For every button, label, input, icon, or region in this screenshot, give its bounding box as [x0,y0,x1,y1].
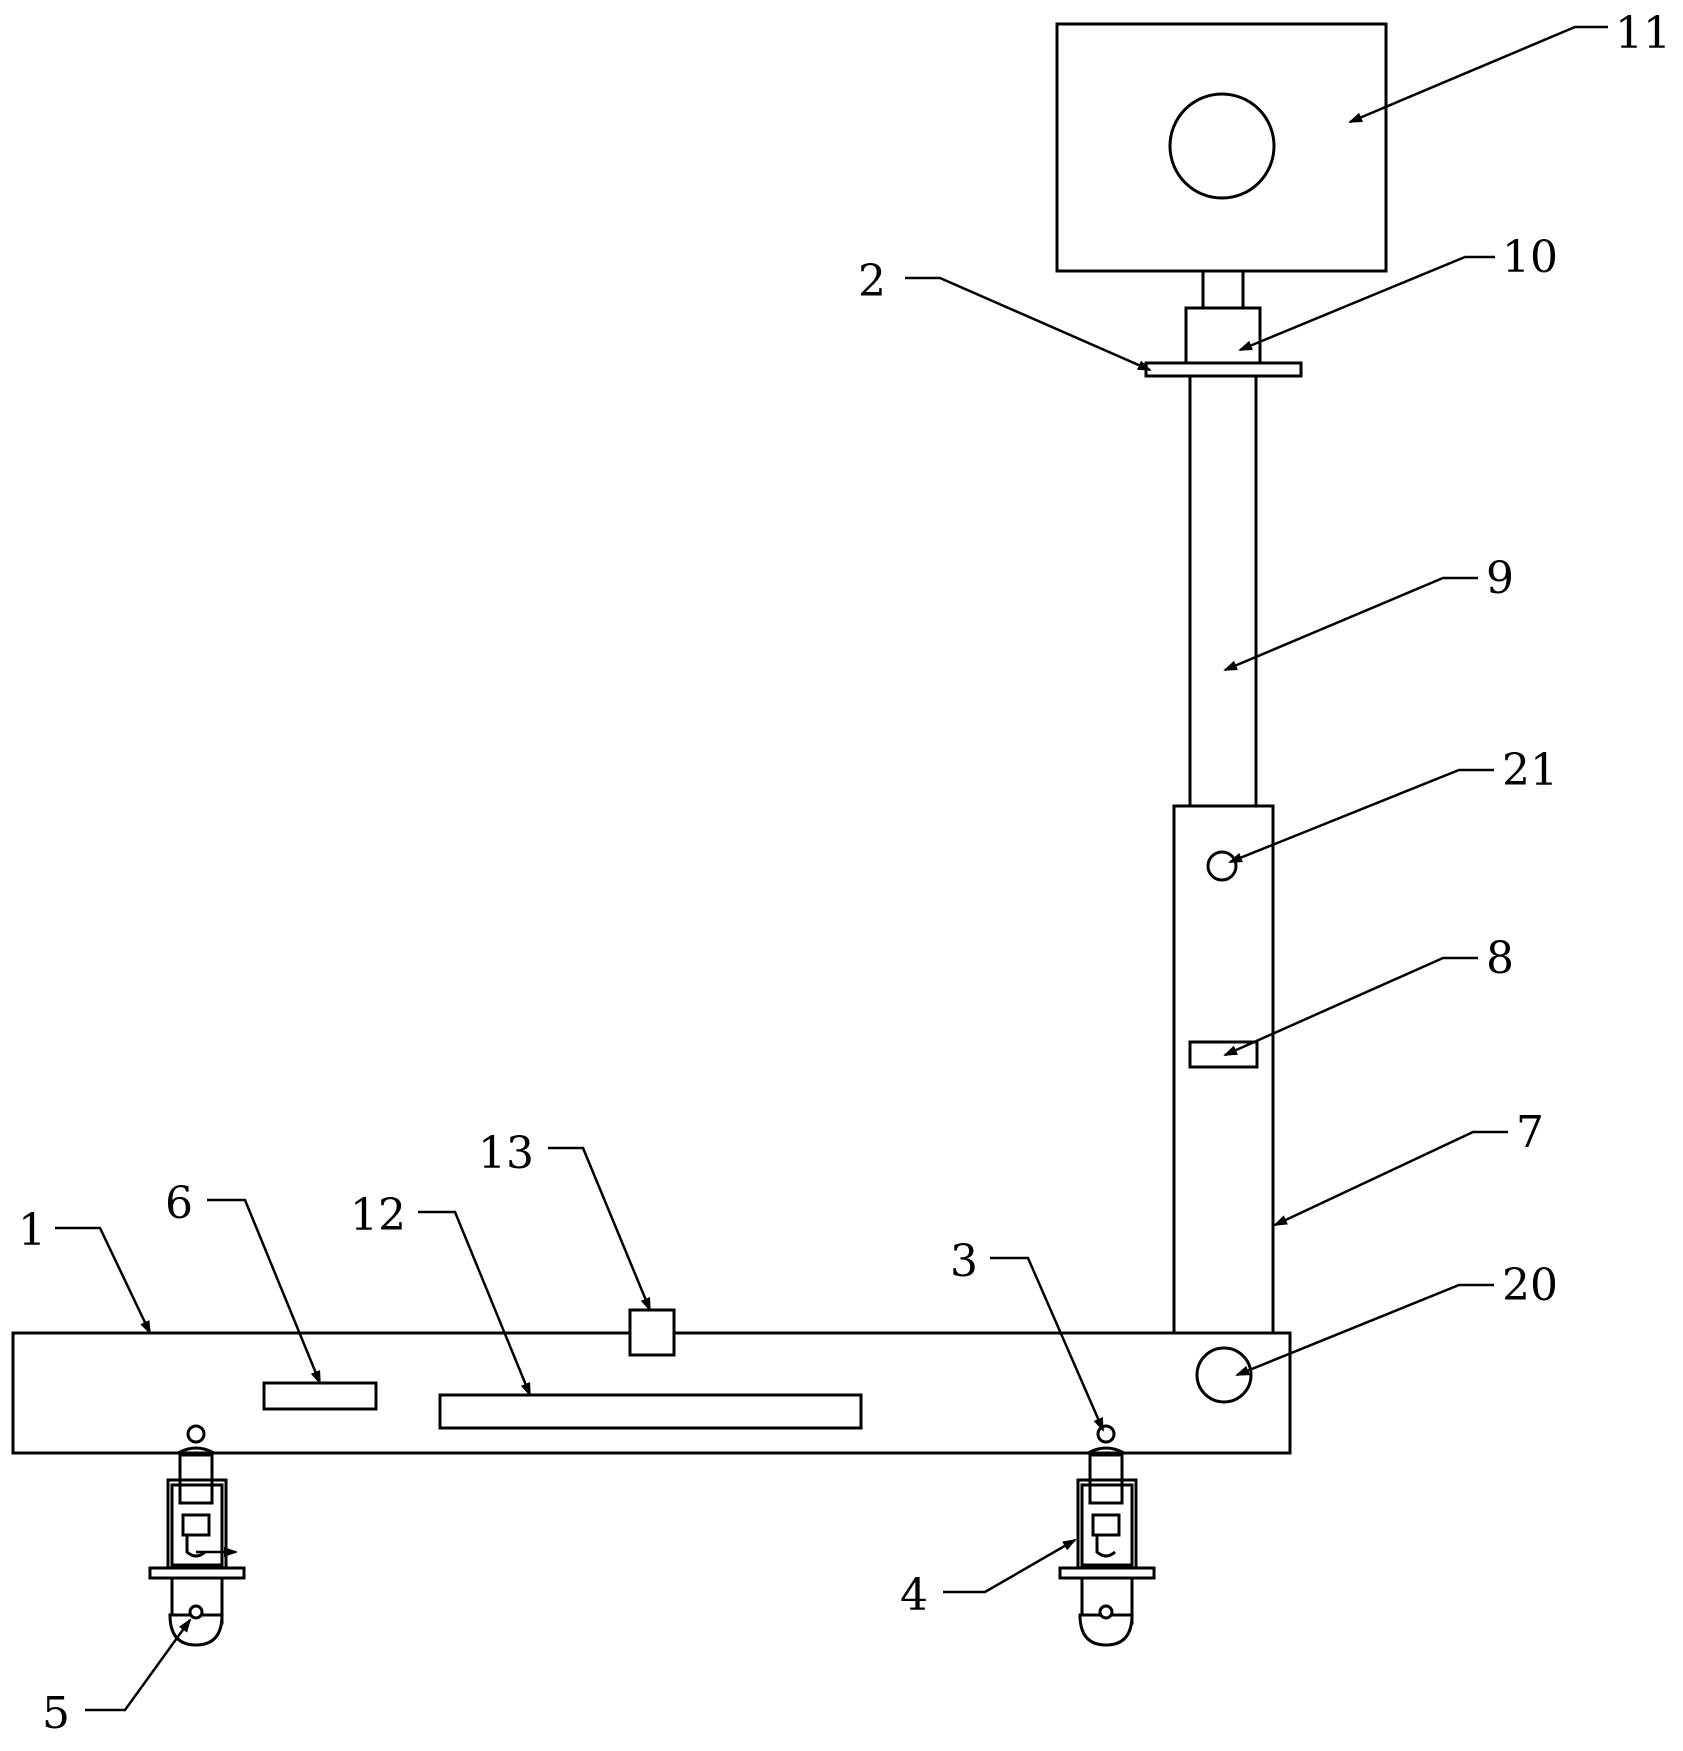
label-8: 8 [1486,933,1514,984]
label-7: 7 [1516,1107,1544,1158]
scale-strip-12 [438,1393,863,1430]
neck [1201,269,1245,310]
label-6: 6 [165,1178,193,1229]
label-9: 9 [1486,553,1514,604]
inner-column-9 [1188,374,1258,808]
plate-2 [1144,361,1303,378]
knob-21 [1206,850,1238,882]
lens-circle [1168,92,1276,200]
left-caster [148,1446,246,1647]
block-10 [1184,306,1262,365]
label-12: 12 [350,1190,406,1241]
reference-labels: 11 10 2 9 21 8 7 20 1 6 12 13 3 4 5 [18,8,1671,1739]
block-13 [628,1308,676,1357]
right-caster [1058,1446,1156,1647]
label-13: 13 [478,1128,534,1179]
label-1: 1 [18,1205,46,1256]
label-20: 20 [1502,1260,1558,1311]
slot-6 [262,1381,378,1411]
label-3: 3 [950,1236,978,1287]
knob-20 [1195,1346,1253,1404]
pin-left [186,1424,206,1444]
label-11: 11 [1615,8,1671,59]
label-2: 2 [858,256,886,307]
outer-column-7 [1172,804,1275,1335]
label-5: 5 [42,1688,70,1739]
label-21: 21 [1502,745,1558,796]
label-10: 10 [1502,232,1558,283]
leaders [55,25,1608,1712]
pin-3 [1096,1424,1116,1444]
label-4: 4 [900,1570,928,1621]
